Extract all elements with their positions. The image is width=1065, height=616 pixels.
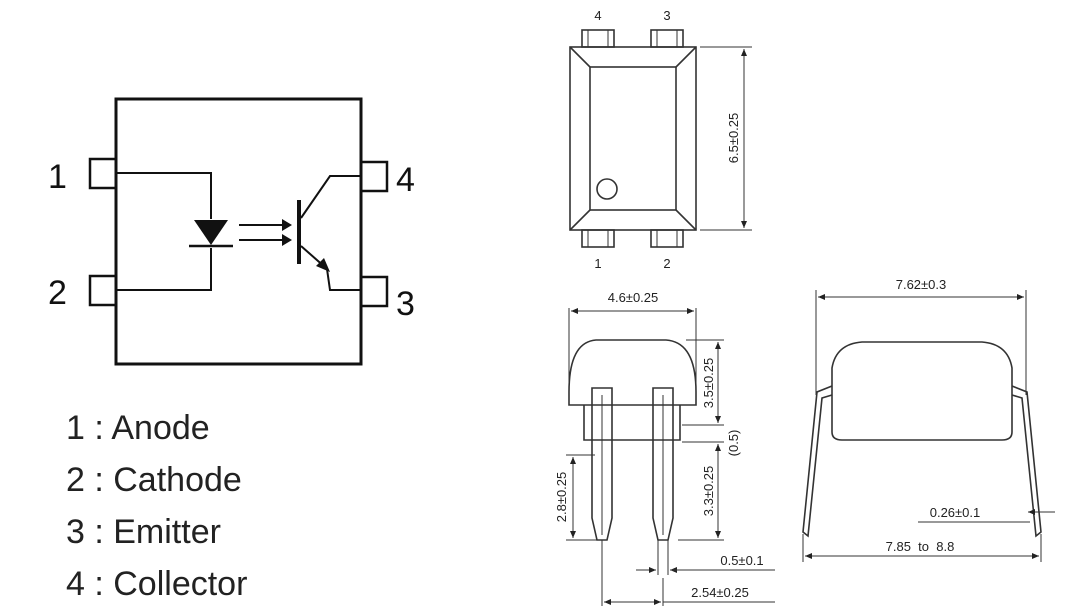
light-arrow-head-2 <box>282 234 292 246</box>
top-view-inner-face <box>589 66 677 211</box>
side-view-lead-right <box>1011 385 1042 538</box>
top-view-pin-label-3: 3 <box>663 8 670 23</box>
pin-label-1: 1 <box>48 158 67 196</box>
top-view-pin-label-1: 1 <box>594 256 601 271</box>
emitter-arrow-icon <box>316 258 330 272</box>
legend-item-cathode: 2 : Cathode <box>66 461 242 499</box>
legend-item-anode: 1 : Anode <box>66 409 210 447</box>
schematic-symbol <box>88 97 389 366</box>
side-view <box>802 290 1055 562</box>
pin-legend: 1 : Anode 2 : Cathode 3 : Emitter 4 : Co… <box>66 402 247 610</box>
front-view-width-dim: 4.6±0.25 <box>608 290 659 305</box>
top-view-pin-4 <box>581 29 615 48</box>
top-view-pin-label-4: 4 <box>594 8 601 23</box>
light-arrow-head-1 <box>282 219 292 231</box>
top-view-pin-3 <box>650 29 684 48</box>
legend-item-collector: 4 : Collector <box>66 565 248 603</box>
side-view-span-dim: 7.85 to 8.8 <box>886 539 955 554</box>
pin-pad-3 <box>359 275 389 308</box>
pin1-marker-circle <box>596 178 618 200</box>
pin-pad-4 <box>359 160 389 193</box>
top-view-height-dim: 6.5±0.25 <box>726 113 741 164</box>
front-view-lead-length-dim: 3.3±0.25 <box>701 466 716 517</box>
side-view-lead-left <box>802 385 833 538</box>
front-view <box>566 308 775 606</box>
side-view-body <box>831 341 1013 441</box>
top-view-pin-1 <box>581 229 615 248</box>
front-view-lower-body <box>583 405 681 441</box>
pin-label-4: 4 <box>396 161 415 199</box>
pin-label-2: 2 <box>48 274 67 312</box>
legend-item-emitter: 3 : Emitter <box>66 513 221 551</box>
package-outline <box>114 97 363 366</box>
pin-label-3: 3 <box>396 285 415 323</box>
side-view-lead-thickness-dim: 0.26±0.1 <box>930 505 981 520</box>
top-view-pin-2 <box>650 229 684 248</box>
front-view-body-height-dim: 3.5±0.25 <box>701 358 716 409</box>
front-view-lead-width-dim: 0.5±0.1 <box>720 553 763 568</box>
emitter-lead-wire <box>326 268 361 291</box>
top-view-pin-label-2: 2 <box>663 256 670 271</box>
side-view-width-dim: 7.62±0.3 <box>896 277 947 292</box>
led-diode-icon <box>194 220 228 245</box>
anode-wire <box>116 172 212 219</box>
front-view-pitch-dim: 2.54±0.25 <box>691 585 749 600</box>
top-view-body <box>569 46 697 231</box>
pin-pad-1 <box>88 157 118 190</box>
front-view-lead-tip-dim: 2.8±0.25 <box>554 472 569 523</box>
top-view <box>569 29 752 248</box>
cathode-wire <box>116 248 212 291</box>
pin-pad-2 <box>88 274 118 307</box>
front-view-lead-left <box>591 387 613 541</box>
front-view-body <box>568 339 697 406</box>
collector-wire <box>300 175 361 219</box>
front-view-gap-dim: (0.5) <box>726 430 741 457</box>
